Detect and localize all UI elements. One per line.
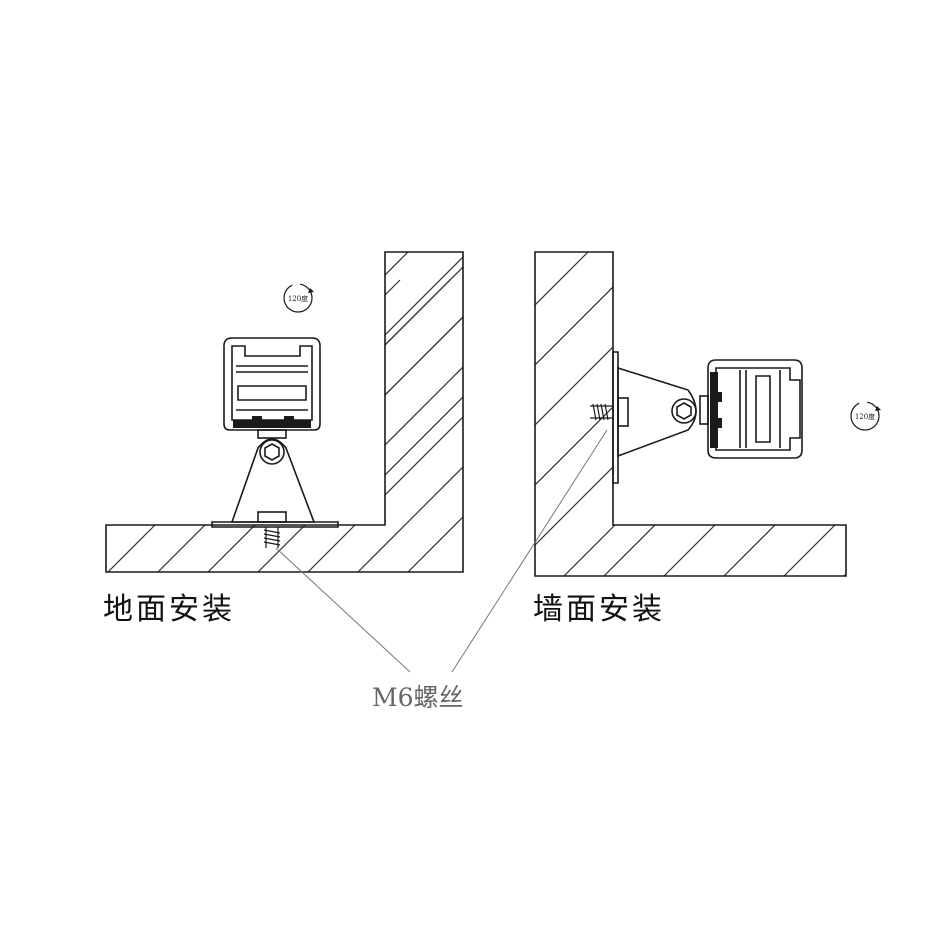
- rotation-icon-right: 120度: [850, 401, 881, 431]
- floor-bracket: [211, 337, 339, 548]
- floor-screw: [263, 527, 281, 548]
- floor-install-label: 地面安装: [103, 592, 235, 627]
- wall-screw: [590, 403, 613, 421]
- rotation-icon-left: 120度: [283, 283, 314, 313]
- m6-screw-label: M6螺丝: [372, 683, 464, 712]
- screw-leader-lines: [275, 429, 608, 673]
- wall-install-label: 墙面安装: [533, 592, 665, 627]
- wall-bracket: [590, 351, 803, 484]
- floor-wall-section-left: [105, 251, 464, 573]
- rotation-label-right: 120度: [855, 412, 875, 421]
- rotation-label-left: 120度: [288, 294, 308, 303]
